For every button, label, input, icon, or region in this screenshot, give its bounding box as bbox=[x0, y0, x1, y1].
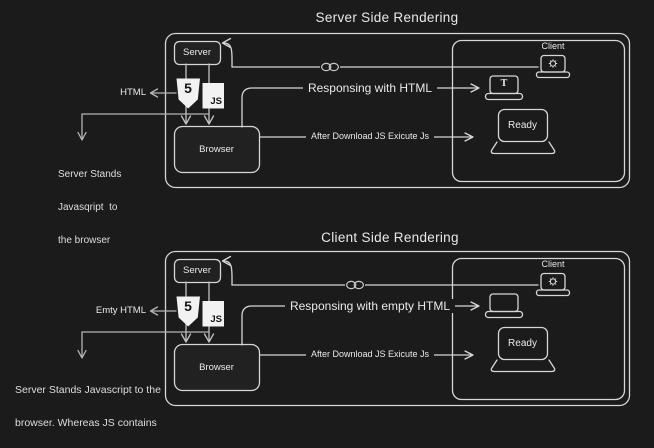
ssr-response-label: Responsing with HTML bbox=[252, 81, 488, 95]
html5-icon-glyph: 5 bbox=[184, 80, 192, 96]
csr-server-label: Server bbox=[183, 265, 211, 276]
html5-icon-glyph: 5 bbox=[184, 298, 192, 314]
ssr-after-label: After Download JS Exicute Js bbox=[250, 131, 490, 141]
csr-note: Server Stands Javascript to the browser.… bbox=[15, 384, 161, 429]
ssr-client-label: Client bbox=[541, 41, 565, 51]
ssr-ready-label: Ready bbox=[508, 120, 537, 131]
ssr-diagram-shapes bbox=[77, 32, 631, 189]
js-icon-glyph: JS bbox=[210, 96, 222, 107]
csr-response-label: Responsing with empty HTML bbox=[252, 299, 488, 313]
ssr-note: Server Stands Javasqript to the browser bbox=[58, 169, 122, 246]
ssr-browser-label: Browser bbox=[199, 143, 234, 155]
js-icon-glyph: JS bbox=[210, 314, 222, 325]
chain-link-icon bbox=[344, 277, 366, 293]
csr-title: Client Side Rendering bbox=[321, 230, 459, 245]
csr-html-label: Emty HTML bbox=[95, 305, 146, 316]
csr-ready-label: Ready bbox=[508, 338, 537, 349]
csr-browser-label: Browser bbox=[199, 361, 234, 373]
ssr-title: Server Side Rendering bbox=[315, 10, 459, 25]
csr-after-label: After Download JS Exicute Js bbox=[250, 349, 490, 359]
ssr-html-label: HTML bbox=[120, 87, 146, 98]
chain-link-icon bbox=[319, 59, 341, 75]
csr-client-label: Client bbox=[541, 259, 565, 269]
ssr-terminal-letter: T bbox=[500, 79, 508, 89]
ssr-server-label: Server bbox=[183, 47, 211, 58]
